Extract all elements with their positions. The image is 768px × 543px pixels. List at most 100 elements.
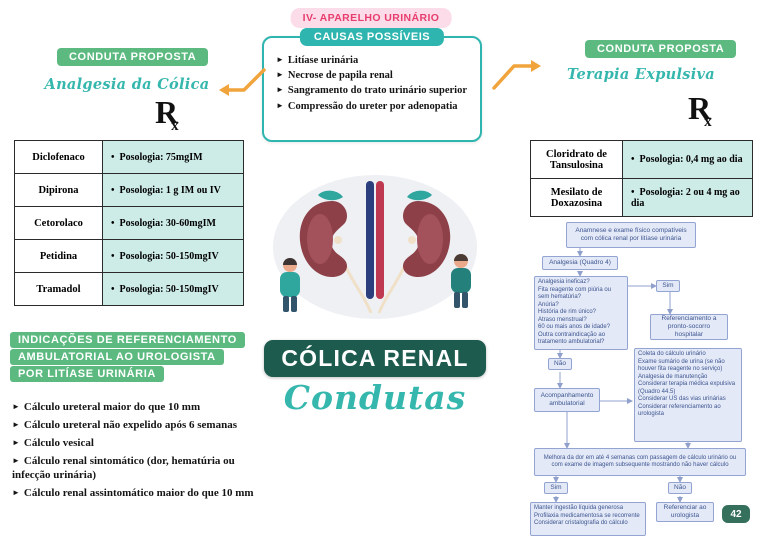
posology-text: Posologia: 75mgIM: [119, 151, 203, 163]
rx-sub: x: [704, 114, 712, 130]
flowchart-connectors: [553, 248, 691, 503]
flow-management-node: Coleta do cálculo urinário Exame sumário…: [634, 348, 742, 442]
flow-yes-node: Sim: [656, 280, 680, 292]
triangle-bullet-icon: ►: [276, 85, 284, 95]
list-item: ►Cálculo ureteral maior do que 10 mm: [12, 400, 254, 415]
posology-cell: •Posologia: 2 ou 4 mg ao dia: [622, 178, 753, 217]
referral-badge-line: POR LITÍASE URINÁRIA: [10, 366, 164, 382]
referral-list: ►Cálculo ureteral maior do que 10 mm ►Cá…: [12, 400, 254, 504]
table-row: Mesilato de Doxazosina •Posologia: 2 ou …: [530, 178, 753, 217]
right-kidney: [403, 190, 451, 277]
list-item-text: Sangramento do trato urinário superior: [287, 85, 467, 97]
list-item-text: Litíase urinária: [287, 55, 359, 66]
table-row: Diclofenaco • Posologia: 75mgIM: [14, 140, 244, 174]
posology-text: Posologia: 30-60mgIM: [119, 217, 216, 229]
table-row: Dipirona • Posologia: 1 g IM ou IV: [14, 173, 244, 207]
table-row: Tramadol • Posologia: 50-150mgIV: [14, 272, 244, 306]
posology-cell: • Posologia: 0,4 mg ao dia: [622, 140, 753, 179]
triangle-bullet-icon: ►: [12, 419, 20, 429]
list-item: ►Cálculo renal sintomático (dor, hematúr…: [12, 454, 254, 484]
posology-cell: • Posologia: 75mgIM: [102, 140, 244, 174]
drug-name-cell: Petidina: [14, 239, 103, 273]
drug-name-cell: Diclofenaco: [14, 140, 103, 174]
chapter-badge: IV- APARELHO URINÁRIO: [290, 8, 452, 28]
rx-sub: x: [171, 118, 179, 134]
table-row: Petidina •Posologia: 50-150mgIV: [14, 239, 244, 273]
triangle-bullet-icon: ►: [12, 455, 20, 465]
rx-main: R: [688, 90, 712, 126]
list-item-text: Cálculo vesical: [23, 436, 94, 449]
triangle-bullet-icon: ►: [276, 55, 284, 64]
flow-no-node: Não: [548, 358, 572, 370]
table-row: Cloridrato de Tansulosina • Posologia: 0,…: [530, 140, 753, 179]
triangle-bullet-icon: ►: [276, 100, 284, 110]
analgesia-table: Diclofenaco • Posologia: 75mgIM Dipirona …: [14, 140, 244, 306]
right-subtitle: Terapia Expulsiva: [567, 66, 715, 83]
rx-main: R: [155, 94, 179, 130]
triangle-bullet-icon: ►: [12, 402, 20, 411]
flow-improvement-node: Melhora da dor em até 4 semanas com pass…: [534, 448, 746, 476]
rx-symbol: Rx: [155, 94, 179, 135]
dot-bullet-icon: •: [111, 184, 115, 196]
list-item-text: Compressão do ureter por adenopatia: [287, 100, 458, 112]
triangle-bullet-icon: ►: [12, 488, 20, 498]
posology-cell: • Posologia: 30-60mgIM: [102, 206, 244, 240]
drug-name-cell: Mesilato de Doxazosina: [530, 178, 623, 217]
dot-bullet-icon: •: [631, 154, 635, 165]
referral-badge-line: INDICAÇÕES DE REFERENCIAMENTO: [10, 332, 245, 348]
vena-cava: [366, 181, 374, 299]
list-item-text: Cálculo renal sintomático (dor, hematúri…: [12, 454, 235, 482]
list-item: ►Litíase urinária: [276, 53, 472, 68]
flow-yes2-node: Sim: [544, 482, 568, 494]
posology-text: Posologia: 2 ou 4 mg ao dia: [631, 186, 740, 209]
causes-title-badge: CAUSAS POSSÍVEIS: [299, 28, 445, 46]
left-kidney: [299, 190, 347, 277]
dot-bullet-icon: •: [111, 217, 115, 229]
flow-er-referral-node: Referenciamento a pronto-socorro hospita…: [650, 314, 728, 340]
flow-analgesia-node: Analgesia (Quadro 4): [542, 256, 618, 270]
list-item-text: Necrose de papila renal: [287, 70, 393, 82]
right-adrenal: [407, 190, 432, 201]
posology-cell: • Posologia: 1 g IM ou IV: [102, 173, 244, 207]
referral-title-badge: INDICAÇÕES DE REFERENCIAMENTO AMBULATORI…: [10, 332, 245, 382]
list-item: ►Cálculo renal assintomático maior do qu…: [12, 486, 254, 501]
flowchart: Anamnese e exame físico compatíveis com …: [528, 218, 768, 543]
list-item: ►Cálculo vesical: [12, 436, 254, 451]
flow-no2-node: Não: [668, 482, 692, 494]
causes-list: ►Litíase urinária ►Necrose de papila ren…: [264, 38, 480, 120]
page-number-badge: 42: [722, 505, 750, 523]
list-item-text: Cálculo ureteral não expelido após 6 sem…: [23, 418, 237, 431]
list-item-text: Cálculo ureteral maior do que 10 mm: [23, 401, 201, 413]
dot-bullet-icon: •: [111, 151, 115, 163]
left-adrenal: [318, 190, 343, 201]
posology-text: Posologia: 1 g IM ou IV: [119, 184, 221, 196]
left-conduct-badge: CONDUTA PROPOSTA: [57, 48, 209, 66]
posology-cell: •Posologia: 50-150mgIV: [102, 239, 244, 273]
causes-box: CAUSAS POSSÍVEIS ►Litíase urinária ►Necr…: [262, 28, 482, 142]
dot-bullet-icon: •: [111, 250, 115, 262]
arrow-right-icon: [492, 60, 541, 90]
flow-start-node: Anamnese e exame físico compatíveis com …: [566, 222, 696, 248]
arrow-left-icon: [219, 68, 266, 96]
chapter-title: IV- APARELHO URINÁRIO: [302, 12, 440, 24]
list-item: ►Necrose de papila renal: [276, 68, 472, 83]
list-item-text: Cálculo renal assintomático maior do que…: [23, 487, 254, 500]
posology-text: Posologia: 0,4 mg ao dia: [639, 154, 743, 165]
doctor-figure-left: [280, 258, 300, 312]
main-subtitle: Condutas: [283, 378, 467, 417]
table-row: Cetorolaco • Posologia: 30-60mgIM: [14, 206, 244, 240]
drug-name-cell: Tramadol: [14, 272, 103, 306]
dot-bullet-icon: •: [111, 283, 115, 295]
list-item: ►Sangramento do trato urinário superior …: [276, 83, 472, 113]
list-item: ►Cálculo ureteral não expelido após 6 se…: [12, 418, 254, 433]
drug-name-cell: Dipirona: [14, 173, 103, 207]
drug-name-cell: Cetorolaco: [14, 206, 103, 240]
posology-text: Posologia: 50-150mgIV: [119, 283, 219, 295]
drug-name-cell: Cloridrato de Tansulosina: [530, 140, 623, 179]
left-subtitle: Analgesia da Cólica: [44, 76, 210, 93]
flow-questions-node: Analgesia ineficaz? Fita reagente com pi…: [534, 276, 628, 350]
rx-symbol: Rx: [688, 90, 712, 131]
dot-bullet-icon: •: [631, 186, 635, 198]
posology-cell: • Posologia: 50-150mgIV: [102, 272, 244, 306]
